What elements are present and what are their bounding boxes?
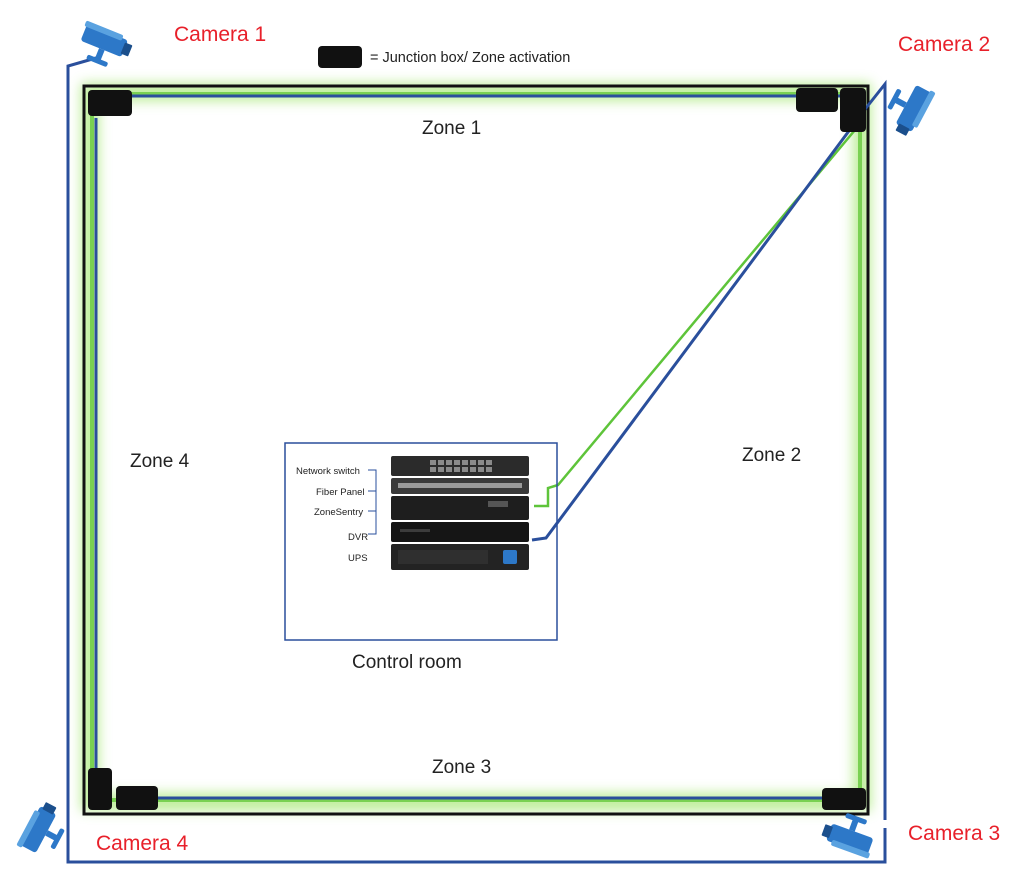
perimeter-fence (82, 84, 870, 816)
zone-1-label: Zone 1 (422, 118, 481, 139)
legend: = Junction box/ Zone activation (318, 46, 570, 68)
junction-box-icon (822, 788, 866, 810)
cctv-camera-icon (879, 76, 936, 139)
zone-2-label: Zone 2 (742, 445, 801, 466)
camera-1[interactable]: Camera 1 (73, 20, 266, 74)
camera-1-label: Camera 1 (174, 23, 266, 46)
camera-cabling (66, 56, 887, 864)
equipment-label-fiber-panel: Fiber Panel (316, 487, 365, 498)
junction-box-icon (796, 88, 838, 112)
diagonal-cable-run (531, 107, 868, 542)
equipment-connectors (368, 469, 377, 535)
zone-3-label: Zone 3 (432, 757, 491, 778)
ups-unit (391, 544, 529, 570)
junction-box-icon (840, 88, 866, 132)
control-room: Control room Network switch Fiber Panel … (284, 442, 558, 673)
control-room-label: Control room (352, 652, 462, 673)
zonesentry-unit (391, 496, 529, 520)
camera-4[interactable]: Camera 4 (16, 799, 189, 862)
fiber-panel-unit (391, 478, 529, 494)
equipment-label-ups: UPS (348, 553, 368, 564)
cctv-camera-icon (16, 799, 73, 862)
zone-4-label: Zone 4 (130, 451, 190, 472)
junction-box-icon (116, 786, 158, 810)
junction-box-icon (88, 768, 112, 810)
equipment-label-dvr: DVR (348, 532, 368, 543)
junction-box-icon (88, 90, 132, 116)
server-rack-icon (391, 456, 529, 570)
legend-junction-box-icon (318, 46, 362, 68)
green-fiber-cable (534, 123, 861, 508)
camera-4-label: Camera 4 (96, 832, 189, 855)
dvr-unit (391, 522, 529, 542)
control-room-box (284, 442, 558, 641)
network-switch-unit (391, 456, 529, 476)
fence-glow (81, 83, 871, 811)
camera-2-label: Camera 2 (898, 33, 990, 56)
camera-3[interactable]: Camera 3 (819, 807, 1000, 859)
cctv-camera-icon (73, 20, 135, 74)
camera-3-label: Camera 3 (908, 822, 1000, 845)
equipment-label-network-switch: Network switch (296, 466, 360, 477)
junction-boxes (88, 88, 866, 810)
camera-2[interactable]: Camera 2 (879, 33, 991, 139)
legend-text: = Junction box/ Zone activation (370, 50, 570, 66)
blue-signal-cable (531, 107, 868, 542)
equipment-label-zonesentry: ZoneSentry (314, 507, 363, 518)
